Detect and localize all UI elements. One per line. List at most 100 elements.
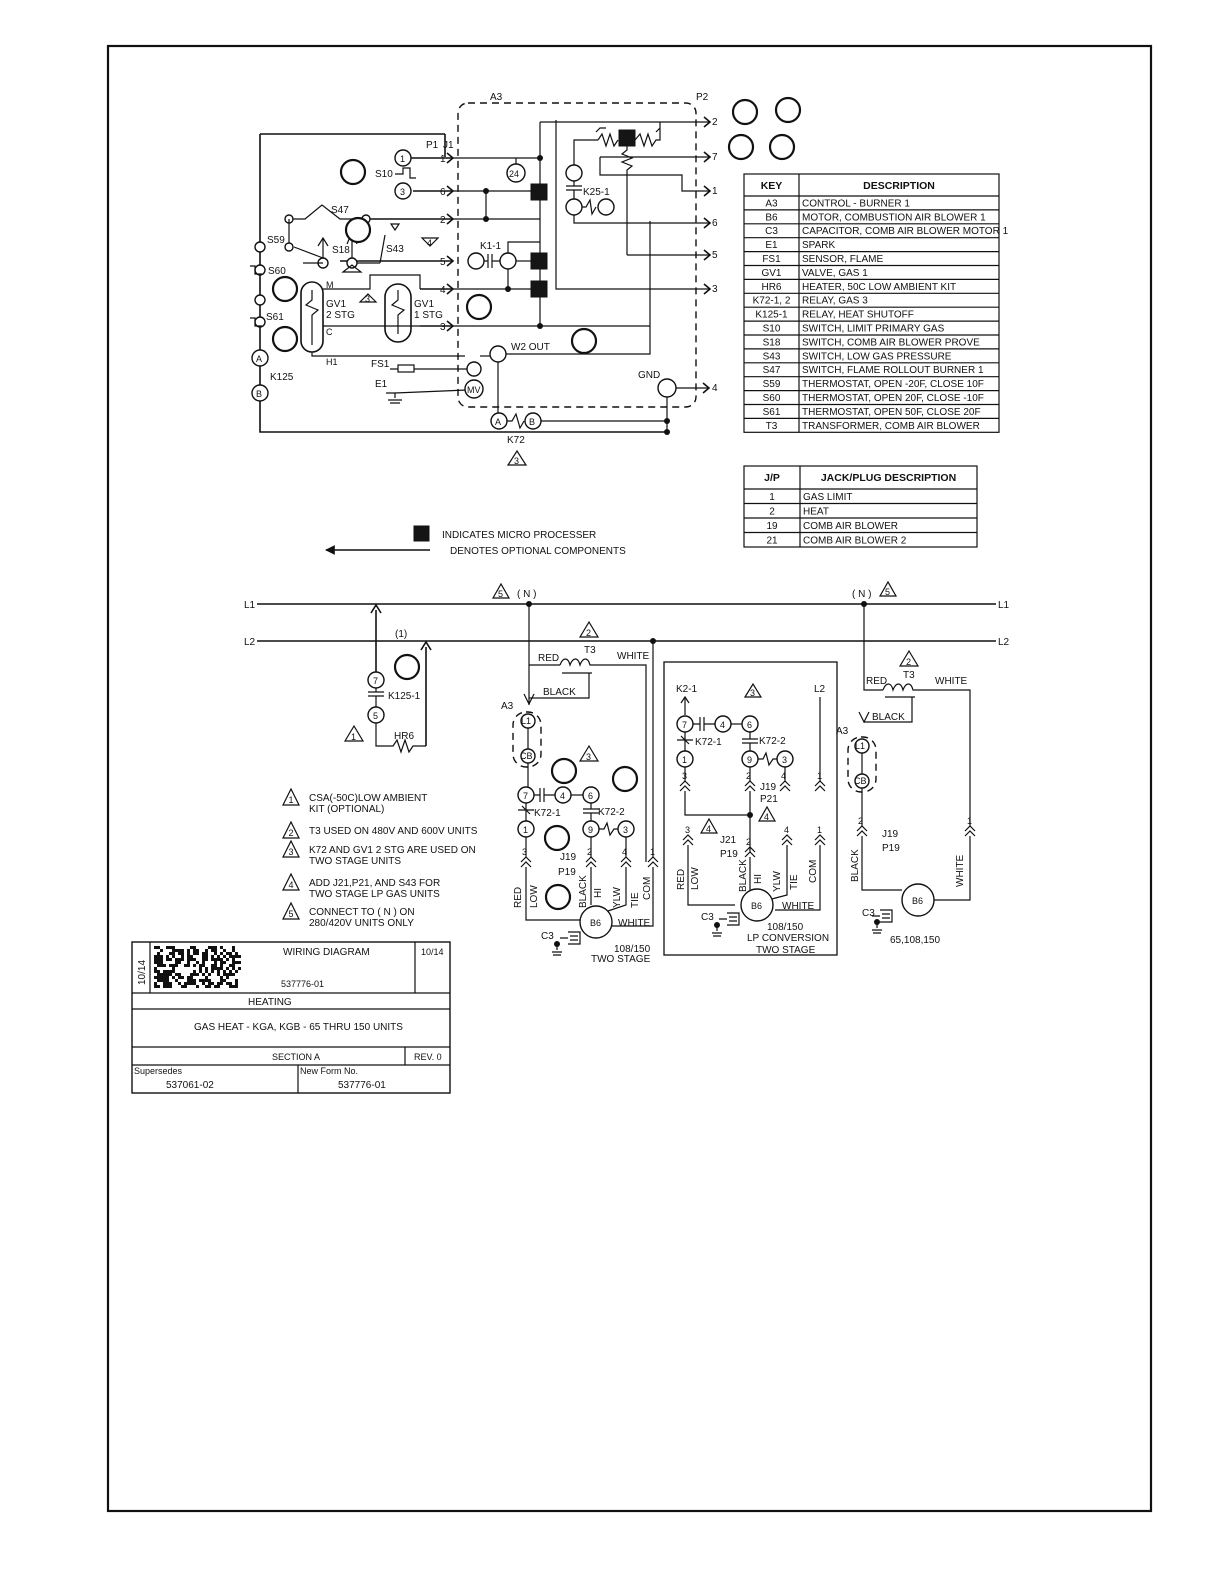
key-cell: S10 [763, 324, 781, 335]
jp-cell: 1 [769, 492, 775, 503]
label-k125-1: K125-1 [388, 691, 421, 702]
label-m: M [326, 280, 334, 290]
label-l1-right: L1 [998, 600, 1010, 611]
title-form-number: 537776-01 [281, 979, 324, 989]
svg-text:4: 4 [784, 825, 789, 835]
label-p2: P2 [696, 92, 709, 103]
svg-text:HI: HI [753, 874, 764, 884]
svg-text:RED: RED [538, 653, 559, 664]
svg-text:K2-1: K2-1 [676, 684, 698, 695]
svg-text:K72-2: K72-2 [759, 736, 786, 747]
svg-text:LOW: LOW [690, 867, 701, 890]
title-new-form-value: 537776-01 [338, 1080, 386, 1091]
svg-text:1: 1 [440, 154, 446, 165]
svg-text:2: 2 [712, 117, 718, 128]
svg-text:L1: L1 [855, 741, 865, 751]
key-cell: S47 [763, 365, 781, 376]
svg-text:LOW: LOW [529, 885, 540, 908]
svg-text:B6: B6 [912, 896, 923, 906]
svg-text:6: 6 [747, 720, 752, 730]
micro-processor-symbol [413, 525, 430, 542]
svg-text:5: 5 [712, 250, 718, 261]
svg-text:9: 9 [747, 755, 752, 765]
svg-text:P19: P19 [720, 849, 738, 860]
svg-text:1: 1 [712, 186, 718, 197]
page-border [106, 44, 1153, 1513]
title-supersedes-value: 537061-02 [166, 1080, 214, 1091]
key-cell: S61 [763, 407, 781, 418]
svg-text:1: 1 [817, 825, 822, 835]
label-p19-b1: P19 [558, 867, 576, 878]
svg-text:C3: C3 [541, 931, 554, 942]
legend-optional-text: DENOTES OPTIONAL COMPONENTS [450, 546, 626, 557]
svg-text:B6: B6 [751, 901, 762, 911]
label-s47: S47 [331, 205, 349, 216]
svg-text:4: 4 [440, 285, 446, 296]
key-cell: K125-1 [755, 310, 788, 321]
description-cell: CONTROL - BURNER 1 [802, 198, 910, 209]
label-fs1: FS1 [371, 359, 390, 370]
motor-b6-lp [740, 888, 774, 922]
svg-text:COM: COM [642, 877, 653, 900]
svg-text:1: 1 [817, 771, 822, 781]
svg-text:P21: P21 [760, 794, 778, 805]
key-cell: B6 [765, 212, 778, 223]
svg-text:BLACK: BLACK [738, 859, 749, 892]
svg-text:4: 4 [712, 383, 718, 394]
title-date: 10/14 [421, 947, 444, 957]
description-cell: VALVE, GAS 1 [802, 268, 868, 279]
label-cap1b: TWO STAGE [591, 954, 651, 965]
svg-text:J21: J21 [720, 835, 737, 846]
note-text: CSA(-50C)LOW AMBIENT [309, 793, 427, 804]
svg-text:RED: RED [513, 887, 524, 908]
description-cell: THERMOSTAT, OPEN 20F, CLOSE -10F [802, 393, 984, 404]
label-l1-left: L1 [244, 600, 256, 611]
note-text: CONNECT TO ( N ) ON [309, 907, 415, 918]
label-hr6: HR6 [394, 731, 414, 742]
title-rev: REV. 0 [414, 1052, 442, 1062]
label-k1-1: K1-1 [480, 241, 502, 252]
label-l2-right: L2 [998, 637, 1010, 648]
svg-text:COM: COM [808, 860, 819, 883]
label-k72: K72 [507, 435, 525, 446]
svg-text:3: 3 [586, 752, 591, 762]
description-cell: RELAY, GAS 3 [802, 296, 868, 307]
label-cap1: 108/150 [614, 944, 651, 955]
svg-text:TIE: TIE [630, 892, 641, 908]
note-text: T3 USED ON 480V AND 600V UNITS [309, 826, 478, 837]
title-date-side: 10/14 [137, 960, 148, 985]
svg-text:2: 2 [440, 215, 446, 226]
note-triangle [282, 820, 300, 839]
title-supersedes-label: Supersedes [134, 1066, 183, 1076]
svg-text:WHITE: WHITE [782, 901, 815, 912]
svg-text:4: 4 [781, 771, 786, 781]
label-cap2: 108/150 [767, 922, 804, 933]
svg-text:4: 4 [560, 791, 565, 801]
label-one: (1) [395, 629, 407, 640]
svg-text:4: 4 [720, 720, 725, 730]
key-cell: S18 [763, 337, 781, 348]
svg-text:1: 1 [400, 154, 405, 164]
description-cell: SWITCH, FLAME ROLLOUT BURNER 1 [802, 365, 984, 376]
svg-text:2: 2 [586, 628, 591, 638]
label-e1: E1 [375, 379, 388, 390]
label-cap3: 65,108,150 [890, 935, 940, 946]
label-s60: S60 [268, 266, 286, 277]
svg-text:K72-1: K72-1 [695, 737, 722, 748]
svg-text:7: 7 [373, 676, 378, 686]
key-cell: HR6 [761, 282, 781, 293]
description-cell: RELAY, HEAT SHUTOFF [802, 310, 914, 321]
note-text: KIT (OPTIONAL) [309, 804, 384, 815]
svg-text:1: 1 [351, 732, 356, 742]
jp-cell: 21 [766, 536, 778, 547]
note-number: 4 [288, 880, 293, 890]
svg-text:3: 3 [365, 294, 370, 304]
svg-text:J19: J19 [760, 782, 777, 793]
note-triangle [282, 872, 300, 891]
description-cell: HEATER, 50C LOW AMBIENT KIT [802, 282, 956, 293]
svg-text:2: 2 [746, 837, 751, 847]
label-a3-b1: A3 [501, 701, 514, 712]
svg-text:3: 3 [623, 825, 628, 835]
svg-text:4: 4 [706, 824, 711, 834]
